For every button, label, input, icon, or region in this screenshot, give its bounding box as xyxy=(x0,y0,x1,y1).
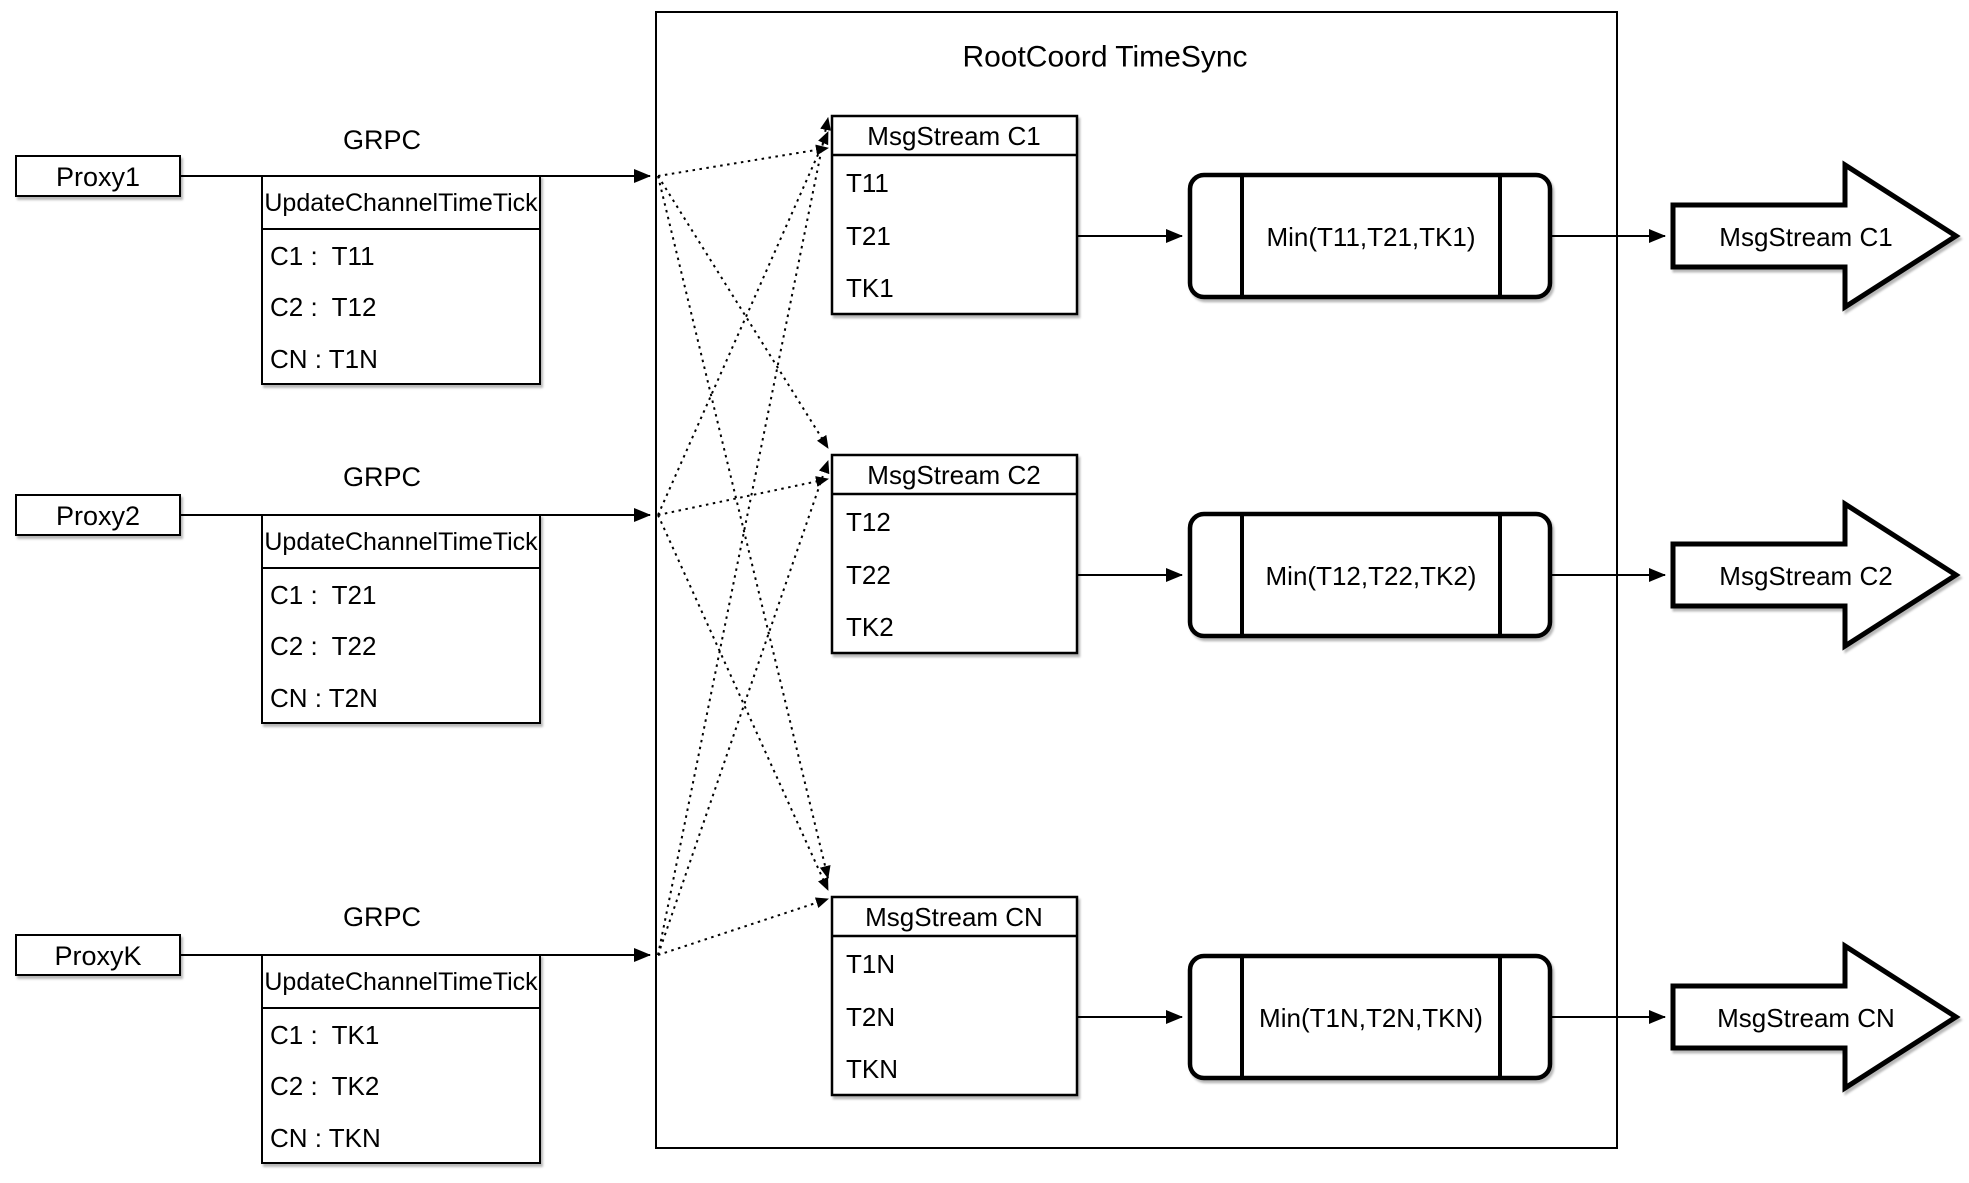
msgstream-box-c1-title: MsgStream C1 xyxy=(867,121,1040,151)
proxyk-label: ProxyK xyxy=(54,941,141,971)
timetick-table-2-row-c1: C1 : T21 xyxy=(270,580,376,610)
msgstream-box-c1 xyxy=(830,114,1079,316)
timetick-table-3-border xyxy=(261,954,541,1164)
dotted-arrow-proxy2-c1 xyxy=(657,131,829,516)
msgstream-box-c2-border xyxy=(830,453,1079,655)
proxy1-group: GRPC Proxy1 UpdateChannelTimeTick C1 : T… xyxy=(15,125,651,385)
min-node-c1 xyxy=(1187,172,1553,300)
output-arrow-c2-label: MsgStream C2 xyxy=(1719,561,1892,591)
proxy2-group: GRPC Proxy2 UpdateChannelTimeTick C1 : T… xyxy=(15,462,651,724)
timetick-table-2-border xyxy=(261,514,541,724)
tick-cn-t1n: T1N xyxy=(846,949,895,979)
timetick-table-1-border xyxy=(261,175,541,385)
timetick-table-3 xyxy=(261,954,541,1164)
tick-c1-t11: T11 xyxy=(846,168,889,198)
msgstream-box-c2-title: MsgStream C2 xyxy=(867,460,1040,490)
proxyk-group: GRPC ProxyK UpdateChannelTimeTick C1 : T… xyxy=(15,902,651,1164)
proxy2-box xyxy=(15,494,181,536)
rootcoord-container-title: RootCoord TimeSync xyxy=(962,41,1247,74)
grpc-label-1: GRPC xyxy=(343,125,421,155)
timetick-table-3-row-c1: C1 : TK1 xyxy=(270,1020,379,1050)
timetick-table-2-header: UpdateChannelTimeTick xyxy=(264,528,538,556)
stream-lane-c1: MsgStream C1 T11 T21 TK1 Min(T11,T21,TK1… xyxy=(830,114,1961,316)
dotted-arrow-proxyk-cn xyxy=(657,897,829,956)
msgstream-box-c1-border xyxy=(830,114,1079,316)
output-arrow-c2 xyxy=(1670,499,1961,651)
proxyk-box xyxy=(15,934,181,976)
output-arrow-c1-label: MsgStream C1 xyxy=(1719,222,1892,252)
tick-c2-t12: T12 xyxy=(846,507,891,537)
grpc-label-3: GRPC xyxy=(343,902,421,932)
timetick-table-2-row-cn: CN : T2N xyxy=(270,683,378,713)
proxy1-label: Proxy1 xyxy=(56,162,140,192)
tick-c2-t22: T22 xyxy=(846,560,891,590)
dotted-arrow-proxy2-cn xyxy=(657,514,829,891)
rootcoord-timesync-container: RootCoord TimeSync xyxy=(655,11,1618,1149)
timetick-table-3-row-cn: CN : TKN xyxy=(270,1123,381,1153)
msgstream-box-cn-title: MsgStream CN xyxy=(865,902,1043,932)
timetick-table-1-row-cn: CN : T1N xyxy=(270,344,378,374)
dotted-arrow-proxy1-c1 xyxy=(657,144,829,177)
output-arrow-cn-label: MsgStream CN xyxy=(1717,1003,1895,1033)
tick-cn-tkn: TKN xyxy=(846,1054,898,1084)
min-label-c2: Min(T12,T22,TK2) xyxy=(1266,561,1477,591)
dotted-arrow-proxy1-c2 xyxy=(657,175,829,449)
output-arrow-cn xyxy=(1670,941,1961,1093)
dotted-arrow-proxyk-c2 xyxy=(657,460,830,956)
stream-lane-c2: MsgStream C2 T12 T22 TK2 Min(T12,T22,TK2… xyxy=(830,453,1961,655)
stream-lane-cn: MsgStream CN T1N T2N TKN Min(T1N,T2N,TKN… xyxy=(830,895,1961,1097)
timetick-table-3-header: UpdateChannelTimeTick xyxy=(264,968,538,996)
grpc-label-2: GRPC xyxy=(343,462,421,492)
proxy2-label: Proxy2 xyxy=(56,501,140,531)
timetick-table-2-row-c2: C2 : T22 xyxy=(270,631,376,661)
dotted-arrow-proxyk-c1 xyxy=(657,117,832,956)
msgstream-box-cn xyxy=(830,895,1079,1097)
tick-cn-t2n: T2N xyxy=(846,1002,895,1032)
msgstream-box-cn-border xyxy=(830,895,1079,1097)
dotted-arrow-proxy1-cn xyxy=(657,175,831,879)
tick-c1-t21: T21 xyxy=(846,221,891,251)
msgstream-box-c2 xyxy=(830,453,1079,655)
timetick-table-1 xyxy=(261,175,541,385)
min-label-c1: Min(T11,T21,TK1) xyxy=(1266,222,1475,252)
min-label-cn: Min(T1N,T2N,TKN) xyxy=(1259,1003,1483,1033)
timetick-table-1-header: UpdateChannelTimeTick xyxy=(264,189,538,217)
rootcoord-container-border xyxy=(655,11,1618,1149)
tick-c2-tk2: TK2 xyxy=(846,612,894,642)
timetick-table-1-row-c1: C1 : T11 xyxy=(270,241,375,271)
output-arrow-c1 xyxy=(1670,160,1961,312)
timetick-table-3-row-c2: C2 : TK2 xyxy=(270,1071,379,1101)
dotted-arrow-proxy2-c2 xyxy=(657,476,829,516)
timetick-table-1-row-c2: C2 : T12 xyxy=(270,292,376,322)
tick-c1-tk1: TK1 xyxy=(846,273,894,303)
timetick-fanout-arrows xyxy=(657,117,832,956)
timetick-table-2 xyxy=(261,514,541,724)
proxy1-box xyxy=(15,155,181,197)
